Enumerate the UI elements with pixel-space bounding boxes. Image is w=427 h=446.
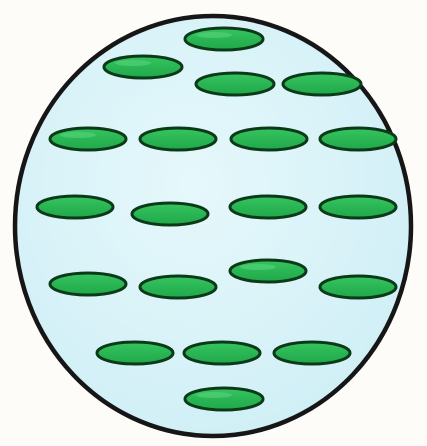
organelle [320,276,396,298]
organelle [185,388,263,410]
organelle-highlight [60,132,96,138]
organelle [140,276,216,298]
organelle [104,56,182,78]
organelle [37,196,113,218]
organelle [283,73,361,95]
organelle [231,128,307,150]
organelle-highlight [115,60,151,66]
organelle [230,196,306,218]
organelle [97,342,173,364]
organelle [132,203,208,225]
organelle-highlight [196,32,232,38]
organelle [320,128,396,150]
organelle [320,196,396,218]
organelle [196,73,274,95]
organelle [184,342,260,364]
organelle [185,28,263,50]
organelle [230,260,306,282]
organelle-highlight [240,264,276,270]
organelle [50,273,126,295]
organelle [50,128,126,150]
organelle [140,128,216,150]
organelle-highlight [196,392,232,398]
organelle [274,342,350,364]
